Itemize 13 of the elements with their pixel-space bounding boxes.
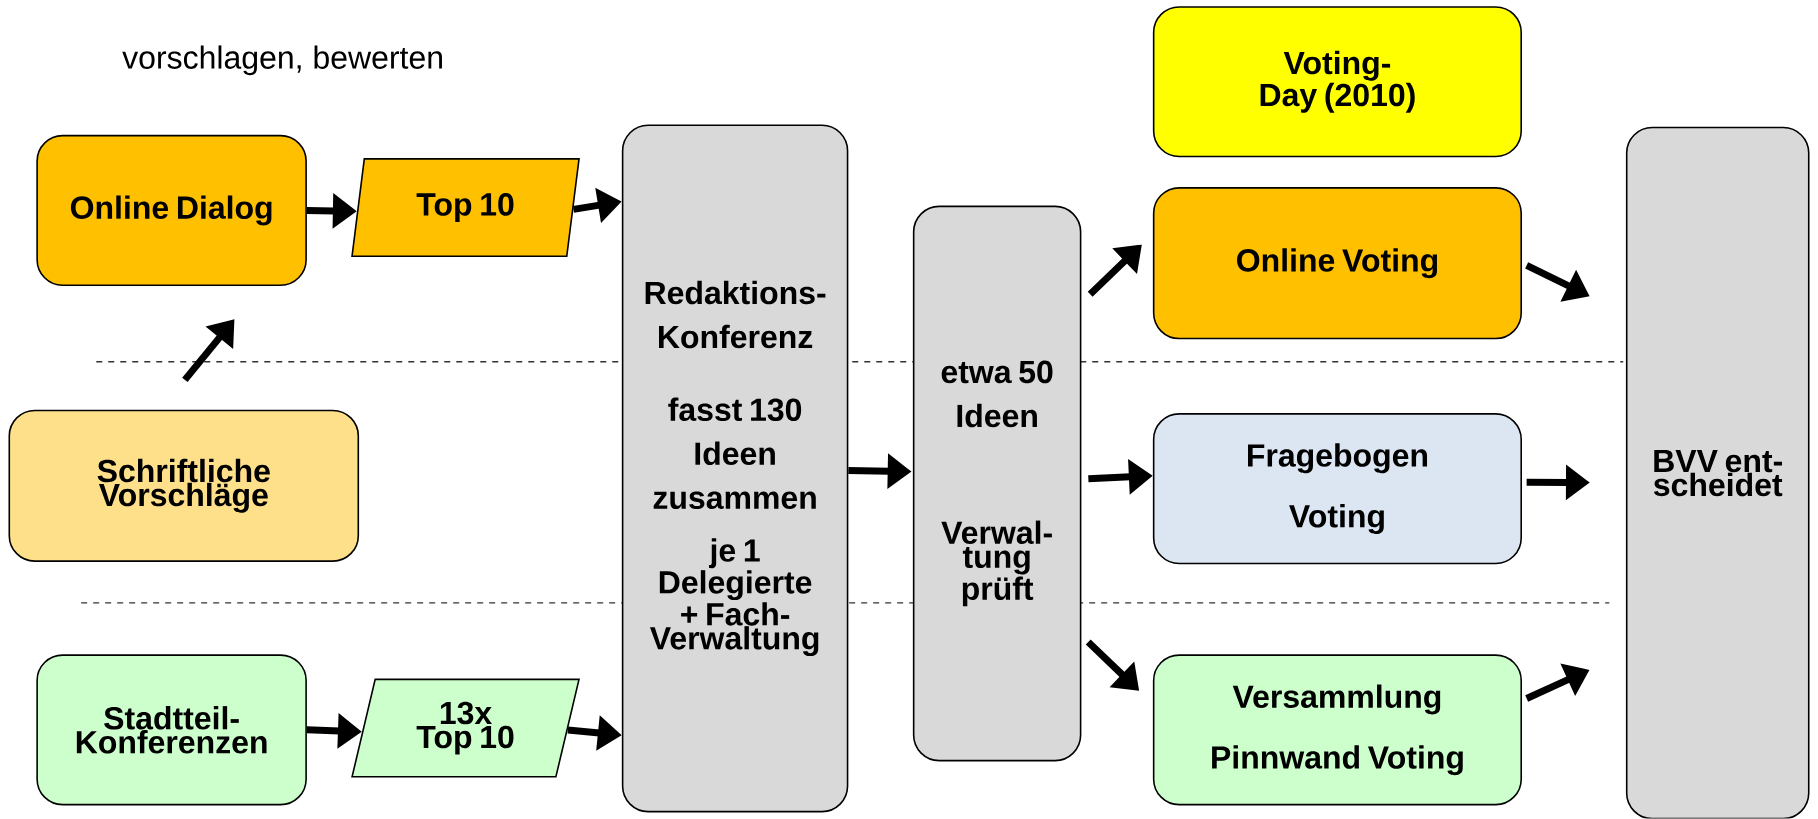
process-box: Redaktions- Konferenz fasst 130 Ideen zusammen je 1 Delegierte + Fach- Verwaltung	[621, 124, 849, 813]
voting-box: Online Voting	[1152, 187, 1522, 340]
voting-box: Versammlung Pinnwand Voting	[1152, 654, 1522, 806]
voting-box: Fragebogen Voting	[1152, 413, 1522, 565]
output-parallelogram: 13x Top 10	[351, 678, 580, 778]
process-box: etwa 50 Ideen Verwal- tung prüft	[912, 205, 1082, 762]
online-dialog-box: Online Dialog	[36, 135, 307, 287]
event-box: Voting- Day (2010)	[1152, 6, 1522, 158]
input-box: Stadtteil- Konferenzen	[36, 654, 307, 806]
output-parallelogram: Top 10	[351, 158, 580, 258]
heading-text: vorschlagen, bewerten	[122, 45, 442, 76]
decision-box: BVV ent- scheidet	[1625, 126, 1810, 819]
input-box: Schriftliche Vorschläge	[8, 409, 360, 563]
